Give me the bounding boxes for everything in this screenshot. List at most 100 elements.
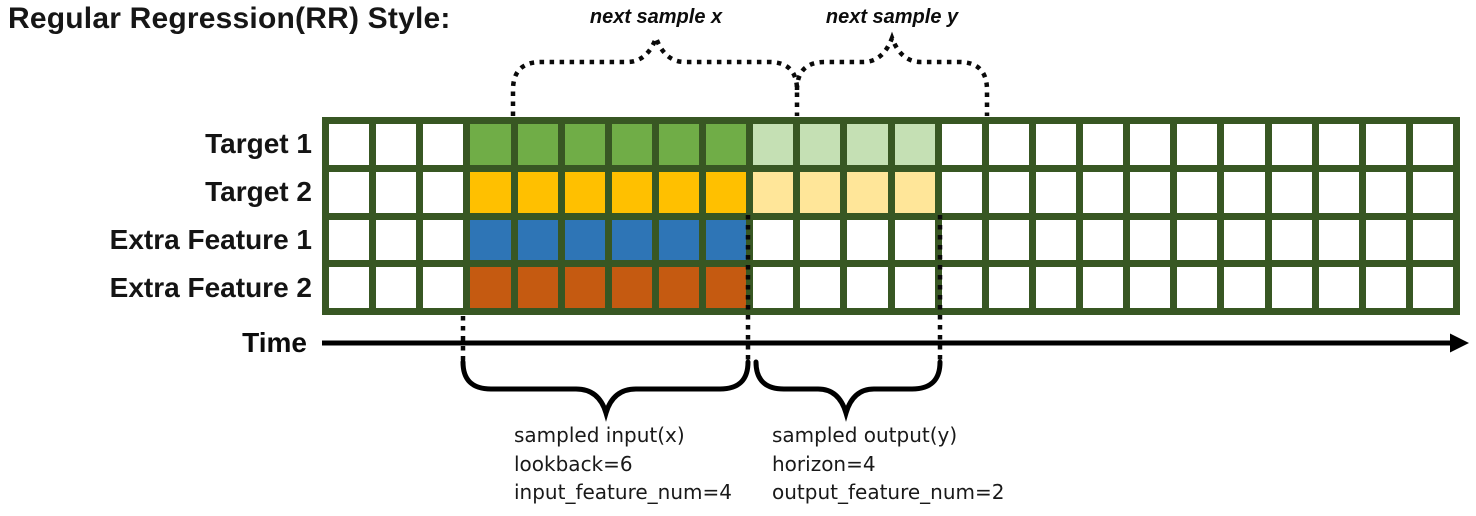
grid-cell — [470, 124, 511, 165]
grid-cell — [564, 219, 605, 261]
grid-cell — [517, 219, 558, 261]
grid-cell — [1083, 124, 1124, 165]
grid-cell — [706, 171, 747, 213]
next-sample-x-label: next sample x — [589, 6, 723, 28]
grid-cell — [611, 267, 652, 308]
grid-cell — [1035, 124, 1076, 165]
grid-cell — [1083, 171, 1124, 213]
sampled-output-summary: sampled output(y) horizon=4 output_featu… — [772, 421, 1005, 507]
grid-cell — [988, 171, 1029, 213]
grid-cell — [1083, 267, 1124, 308]
grid-cell — [1224, 171, 1265, 213]
time-axis-label: Time — [242, 327, 307, 358]
grid-cell — [894, 267, 935, 308]
next-sample-y-brace — [794, 31, 990, 116]
lookback-value: lookback=6 — [514, 451, 633, 476]
grid-cell — [1177, 267, 1218, 308]
grid-cell — [1271, 219, 1312, 261]
grid-cell — [329, 124, 370, 165]
grid-cell — [658, 267, 699, 308]
grid-cell — [753, 219, 794, 261]
grid-cell — [753, 124, 794, 165]
grid-cell — [376, 124, 417, 165]
grid-cell — [1177, 219, 1218, 261]
grid-cell — [329, 171, 370, 213]
grid-cell — [1318, 267, 1359, 308]
grid-cell — [941, 219, 982, 261]
grid-cell — [1365, 171, 1406, 213]
grid-cell — [658, 171, 699, 213]
grid-cell — [470, 171, 511, 213]
row-label: Target 2 — [205, 176, 312, 208]
input-feature-num-value: input_feature_num=4 — [514, 480, 732, 504]
grid-cell — [564, 267, 605, 308]
output-feature-num-value: output_feature_num=2 — [772, 480, 1005, 504]
grid-cell — [658, 124, 699, 165]
grid-cell — [988, 124, 1029, 165]
grid-cell — [1318, 171, 1359, 213]
grid-cell — [329, 267, 370, 308]
grid-cell — [1271, 267, 1312, 308]
grid-cell — [753, 171, 794, 213]
next-sample-x-brace — [510, 31, 800, 116]
grid-cell — [470, 267, 511, 308]
grid-cell — [423, 124, 464, 165]
grid-cell — [800, 171, 841, 213]
grid-cell — [1412, 219, 1453, 261]
grid-cell — [470, 219, 511, 261]
sampled-output-brace — [753, 359, 943, 422]
sampled-output-title: sampled output(y) — [772, 423, 958, 447]
row-label: Target 1 — [205, 128, 312, 160]
grid-cell — [847, 219, 888, 261]
grid-cell — [800, 219, 841, 261]
grid-cell — [1318, 124, 1359, 165]
grid-cell — [941, 171, 982, 213]
grid-cell — [706, 267, 747, 308]
grid-cell — [517, 267, 558, 308]
grid-cell — [1177, 124, 1218, 165]
grid-cell — [941, 124, 982, 165]
grid-cell — [1224, 124, 1265, 165]
grid-cell — [1224, 219, 1265, 261]
grid-cell — [706, 219, 747, 261]
sampled-input-brace — [460, 359, 751, 422]
grid-cell — [847, 267, 888, 308]
grid-cell — [894, 219, 935, 261]
grid-cell — [564, 171, 605, 213]
grid-cell — [1083, 219, 1124, 261]
grid-cell — [423, 171, 464, 213]
grid-cell — [1130, 267, 1171, 308]
grid-cell — [847, 124, 888, 165]
grid-cell — [1130, 219, 1171, 261]
grid-cell — [517, 124, 558, 165]
grid-cell — [1318, 219, 1359, 261]
grid-cell — [988, 267, 1029, 308]
grid-cell — [1412, 267, 1453, 308]
grid-cell — [423, 219, 464, 261]
grid-cell — [1271, 124, 1312, 165]
grid-cell — [706, 124, 747, 165]
grid-cell — [423, 267, 464, 308]
grid-cell — [376, 267, 417, 308]
grid-cell — [941, 267, 982, 308]
timeseries-grid — [322, 117, 1460, 315]
grid-cell — [564, 124, 605, 165]
grid-cell — [1035, 267, 1076, 308]
diagram-title: Regular Regression(RR) Style: — [8, 2, 451, 35]
grid-cell — [847, 171, 888, 213]
grid-cell — [611, 219, 652, 261]
grid-cell — [1365, 124, 1406, 165]
grid-cell — [894, 171, 935, 213]
grid-cell — [329, 219, 370, 261]
grid-cell — [1130, 171, 1171, 213]
grid-cell — [800, 267, 841, 308]
sampled-input-title: sampled input(x) — [514, 423, 685, 447]
grid-cell — [800, 124, 841, 165]
grid-cell — [1130, 124, 1171, 165]
grid-cell — [611, 124, 652, 165]
grid-cell — [1177, 171, 1218, 213]
grid-cell — [894, 124, 935, 165]
grid-cell — [517, 171, 558, 213]
horizon-value: horizon=4 — [772, 451, 876, 476]
